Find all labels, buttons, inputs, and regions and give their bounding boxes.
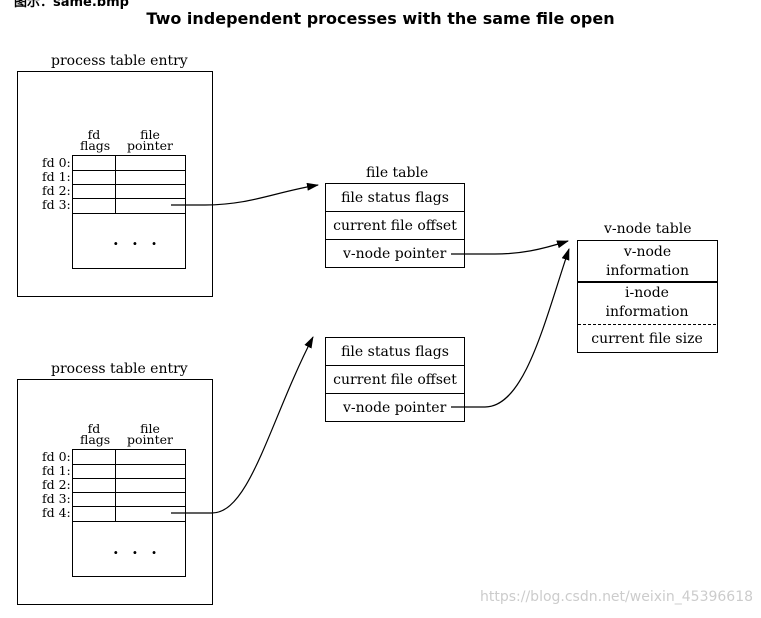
- arrow-fd4-to-file-table-2: [171, 336, 314, 514]
- process-1-fd-3-label: fd 3:: [42, 197, 71, 212]
- process-1-col-file-pointer: file pointer: [127, 127, 173, 153]
- row-divider: [73, 506, 185, 507]
- process-2-fd-0-label: fd 0:: [42, 449, 71, 464]
- process-2-col-fd-flags: fd flags: [80, 421, 111, 447]
- process-1-fd-1-label: fd 1:: [42, 169, 71, 184]
- row-divider: [73, 521, 185, 522]
- file-table-label: file table: [366, 165, 429, 181]
- process-2-fd-4-label: fd 4:: [42, 505, 71, 520]
- row-divider: [73, 213, 185, 214]
- current-file-size: current file size: [591, 330, 703, 347]
- inode-block: i-node information current file size: [577, 281, 718, 353]
- row-divider: [73, 198, 185, 199]
- process-2-box: [17, 379, 213, 605]
- caption-fragment: 图示：same.bmp: [14, 0, 129, 10]
- arrow-fd3-to-file-table-1: [171, 182, 319, 206]
- diagram-title: Two independent processes with the same …: [146, 9, 615, 28]
- process-2-fd-3-label: fd 3:: [42, 491, 71, 506]
- process-2-label: process table entry: [51, 361, 188, 377]
- inode-information: i-node information: [605, 285, 689, 320]
- row-divider: [73, 492, 185, 493]
- arrow-file-table-2-to-vnode: [451, 248, 570, 408]
- process-2-fd-table: . . .: [72, 449, 186, 577]
- row-divider: [73, 464, 185, 465]
- process-2-ellipsis: . . .: [113, 539, 161, 558]
- process-1-box: [17, 71, 213, 297]
- process-1-fd-table: . . .: [72, 155, 186, 269]
- vnode-table-label: v-node table: [604, 221, 692, 237]
- row-divider: [73, 184, 185, 185]
- process-1-col-fd-flags: fd flags: [80, 127, 111, 153]
- process-2-fd-2-label: fd 2:: [42, 477, 71, 492]
- process-2-fd-1-label: fd 1:: [42, 463, 71, 478]
- process-2-col-file-pointer: file pointer: [127, 421, 173, 447]
- process-1-label: process table entry: [51, 53, 188, 69]
- column-divider: [115, 450, 116, 521]
- vnode-information: v-node information: [577, 240, 718, 283]
- row-divider: [73, 478, 185, 479]
- dashed-divider: [578, 324, 716, 325]
- row-divider: [73, 170, 185, 171]
- watermark: https://blog.csdn.net/weixin_45396618: [480, 589, 754, 605]
- process-1-ellipsis: . . .: [113, 230, 161, 249]
- process-1-fd-2-label: fd 2:: [42, 183, 71, 198]
- process-1-fd-0-label: fd 0:: [42, 155, 71, 170]
- arrow-file-table-1-to-vnode: [451, 240, 569, 255]
